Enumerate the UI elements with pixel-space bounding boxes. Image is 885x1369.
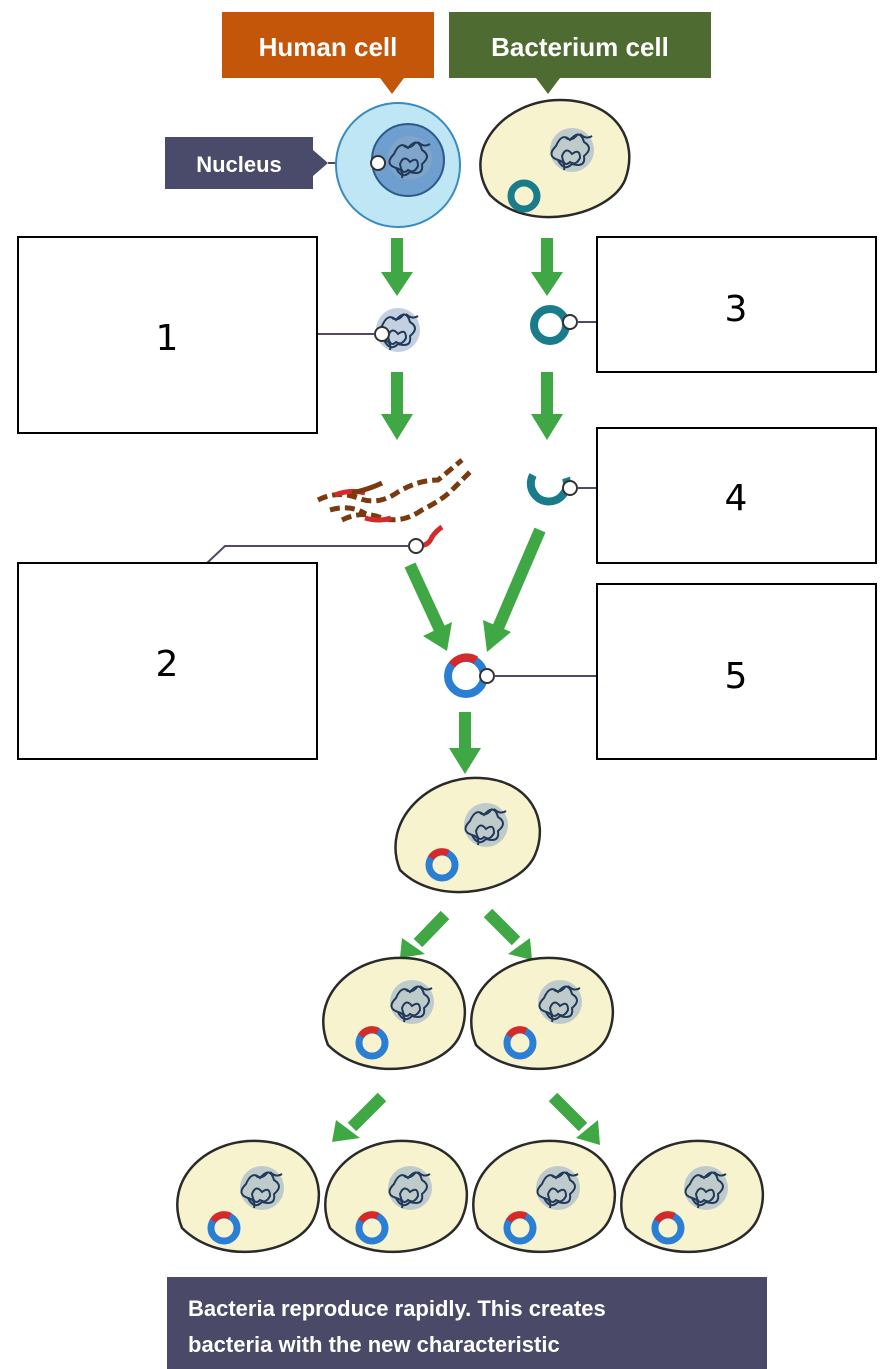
arrow-down-1 bbox=[381, 238, 413, 296]
modified-bacterium bbox=[394, 776, 542, 894]
arrow-down-4 bbox=[531, 372, 563, 440]
label-box-1-number: 1 bbox=[156, 318, 179, 359]
bacterium-gen3-2 bbox=[324, 1139, 469, 1254]
bacterial-plasmid bbox=[507, 179, 541, 213]
bacterium-gen2-left bbox=[322, 956, 467, 1071]
bacterium-gen3-1 bbox=[176, 1139, 321, 1254]
bacterium-gen2-right bbox=[470, 956, 615, 1071]
arrow-split-left-2 bbox=[332, 1092, 387, 1142]
arrow-split-right-1 bbox=[483, 908, 532, 960]
cut-plasmid bbox=[526, 473, 578, 506]
cut-dna-strands bbox=[316, 458, 474, 523]
label-box-3-number: 3 bbox=[725, 289, 748, 330]
bacterium-gen3-3 bbox=[472, 1139, 617, 1254]
label-box-3[interactable]: 3 bbox=[596, 236, 877, 373]
arrow-down-3 bbox=[381, 372, 413, 440]
caption-line-2: bacteria with the new characteristic bbox=[188, 1332, 560, 1357]
recombinant-plasmid-in-cell bbox=[425, 848, 459, 882]
human-cell bbox=[335, 102, 461, 228]
label-box-4[interactable]: 4 bbox=[596, 427, 877, 564]
leader-2 bbox=[206, 545, 409, 564]
arrow-split-right-2 bbox=[548, 1092, 600, 1145]
human-dna bbox=[374, 307, 421, 353]
recombinant-plasmid bbox=[444, 653, 495, 698]
label-box-1[interactable]: 1 bbox=[17, 236, 318, 434]
arrow-split-left-1 bbox=[400, 910, 450, 958]
arrow-down-5 bbox=[449, 712, 481, 774]
caption-box: Bacteria reproduce rapidly. This creates… bbox=[167, 1277, 767, 1369]
arrow-diag-left-in bbox=[404, 562, 452, 651]
bacterium-cell-label: Bacterium cell bbox=[491, 32, 669, 62]
bacterium-cell-tag: Bacterium cell bbox=[449, 12, 711, 94]
arrow-diag-right-in bbox=[483, 527, 546, 652]
caption-line-1: Bacteria reproduce rapidly. This creates bbox=[188, 1296, 606, 1321]
extracted-plasmid bbox=[530, 305, 578, 345]
nucleus-label: Nucleus bbox=[196, 152, 282, 177]
label-box-4-number: 4 bbox=[725, 478, 748, 519]
arrow-down-2 bbox=[531, 238, 563, 296]
human-cell-label: Human cell bbox=[259, 32, 398, 62]
label-box-2-number: 2 bbox=[156, 644, 179, 685]
label-box-5[interactable]: 5 bbox=[596, 583, 877, 760]
nucleus-pointer-dot bbox=[370, 155, 386, 171]
cut-gene bbox=[408, 524, 444, 554]
label-box-2[interactable]: 2 bbox=[17, 562, 318, 760]
bacterium-gen3-4 bbox=[620, 1139, 765, 1254]
human-cell-tag: Human cell bbox=[222, 12, 434, 94]
arrows bbox=[332, 238, 600, 1145]
bacterium-cell bbox=[479, 98, 631, 219]
label-box-5-number: 5 bbox=[725, 656, 748, 697]
